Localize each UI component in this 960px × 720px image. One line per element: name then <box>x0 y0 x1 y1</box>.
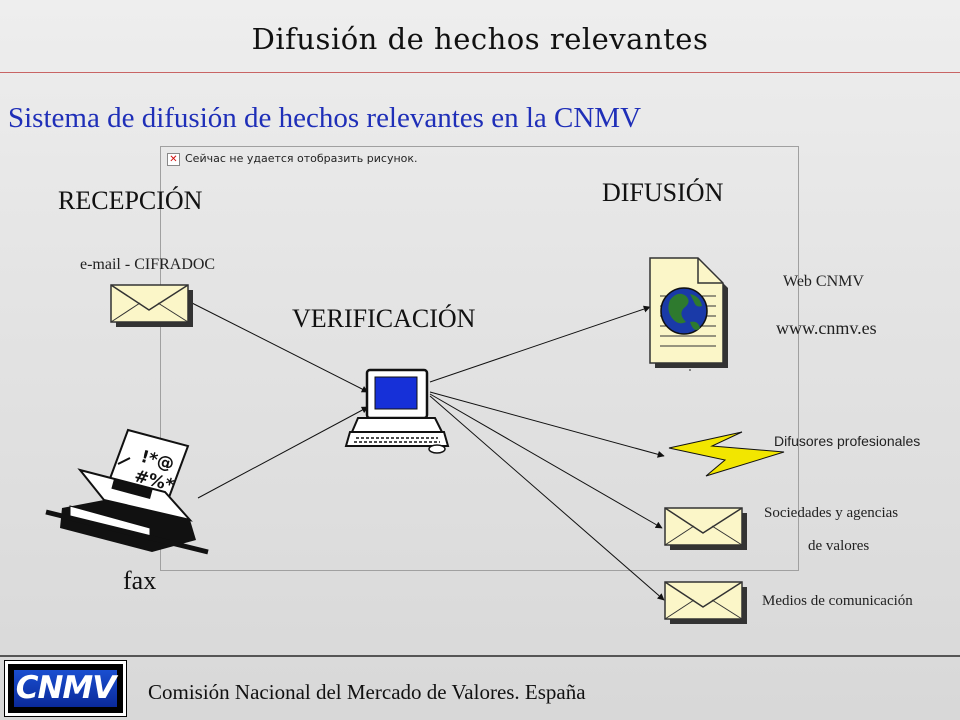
envelope-icon <box>664 581 747 624</box>
fax-machine-icon: !*@ #%* <box>45 428 209 555</box>
cnmv-logo-text: CNMV <box>14 670 117 707</box>
envelope-icon <box>664 507 747 550</box>
companies-label-line1: Sociedades y agencias <box>764 505 899 521</box>
arrow-to-professional-diffusers <box>429 391 665 458</box>
diffusion-heading: DIFUSIÓN <box>602 178 724 207</box>
arrow-email-to-verification <box>191 302 369 393</box>
footer-organization: Comisión Nacional del Mercado de Valores… <box>148 680 586 704</box>
fax-label: fax <box>123 566 157 595</box>
broken-image-message: Сейчас не удается отобразить рисунок. <box>185 152 418 165</box>
lightning-icon <box>668 431 785 477</box>
broken-image-frame <box>160 146 799 571</box>
web-label: Web CNMV <box>783 273 864 290</box>
reception-heading: RECEPCIÓN <box>58 186 203 215</box>
slide-title: Difusión de hechos relevantes <box>251 22 709 56</box>
arrow-to-web <box>429 305 651 383</box>
verification-heading: VERIFICACIÓN <box>292 304 476 333</box>
footer-divider <box>0 655 960 657</box>
arrow-to-media <box>429 395 665 601</box>
web-document-icon <box>649 257 728 371</box>
broken-image-icon: ✕ <box>167 153 180 166</box>
computer-icon <box>344 368 450 454</box>
envelope-icon <box>110 284 193 327</box>
email-label: e-mail - CIFRADOC <box>80 256 216 273</box>
arrow-fax-to-verification <box>197 406 369 499</box>
media-label: Medios de comunicación <box>762 593 913 609</box>
professional-diffusers-label: Difusores profesionales <box>774 433 921 449</box>
web-url: www.cnmv.es <box>776 318 877 338</box>
title-divider <box>0 72 960 73</box>
arrow-to-companies <box>429 393 663 529</box>
companies-label-line2: de valores <box>808 538 870 554</box>
cnmv-logo: CNMV <box>4 660 127 717</box>
subtitle: Sistema de difusión de hechos relevantes… <box>8 102 642 134</box>
